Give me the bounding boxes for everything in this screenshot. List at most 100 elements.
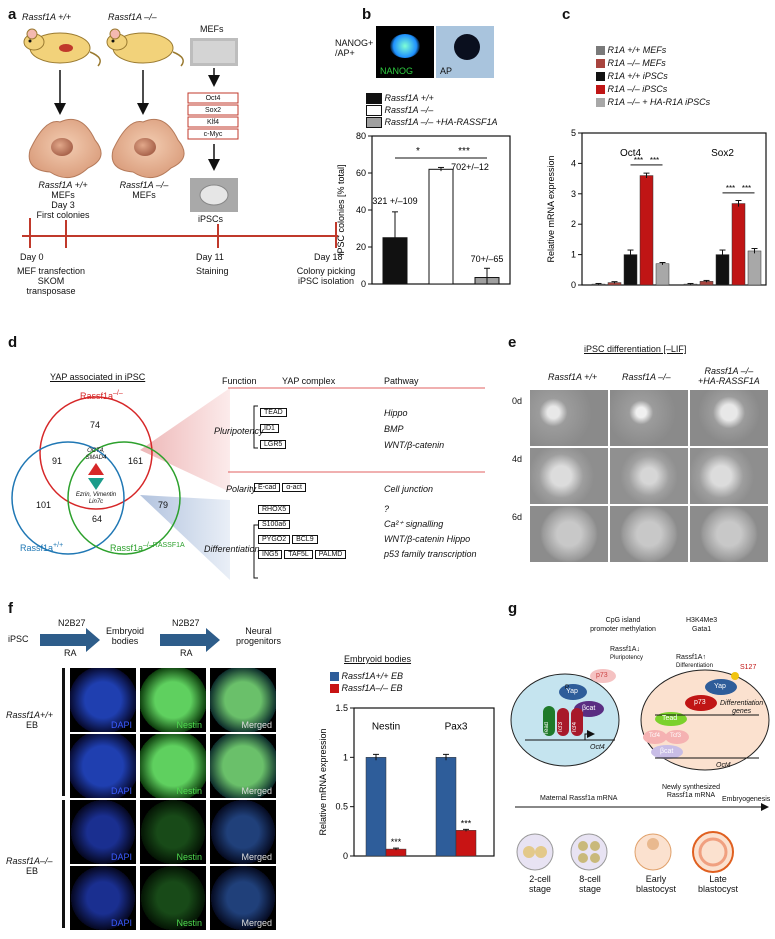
g-r1a-left: Rassf1A↓Pluripotency [610, 646, 644, 661]
sig-label: *** [461, 818, 472, 828]
venn-title: YAP associated in iPSC [50, 372, 146, 382]
mef-wt-cell-icon [28, 118, 102, 179]
factor-klf4: Klf4 [206, 119, 220, 126]
micrograph-merged: Merged [210, 800, 276, 864]
panel-e-col3: Rassf1A –/–+HA-RASSF1A [698, 366, 760, 386]
panel-label-g: g [508, 600, 518, 617]
y-axis-label: Relative mRNA expression [318, 728, 328, 835]
func-pluripotency: Pluripotency [214, 426, 264, 436]
tcf4-left [571, 708, 583, 736]
g-tead-left: Tead [544, 722, 550, 736]
micrograph-nestin: Nestin [140, 668, 206, 732]
mef-wt-label: Rassf1A +/+ MEFs Day 3 First colonies [28, 180, 98, 220]
bar [365, 757, 387, 857]
func-differentiation: Differentiation [204, 544, 260, 554]
sig-label: *** [391, 837, 402, 847]
tcf3-left [557, 708, 569, 736]
diff-boxes: RHOX5 S100a6 PYGO2 BCL9 ING5 TAF5L PALMD [258, 502, 347, 562]
panel-label-f: f [8, 600, 13, 617]
panel-f-image-grid: DAPI Nestin Merged DAPI Nestin Merged DA… [70, 668, 276, 930]
venn-circle-wt [11, 441, 125, 555]
legend-item: Rassf1A +/+ [366, 92, 497, 105]
pluri-boxes: TEAD ID1 LGR5 [260, 405, 287, 453]
micrograph-dapi: DAPI [70, 668, 136, 732]
sig-label: *** [458, 146, 470, 157]
embryo-8cell-icon [570, 833, 608, 871]
g-oct4-right: Oct4 [716, 762, 731, 769]
mouse-wt-label: Rassf1A +/+ [22, 12, 72, 22]
venn-n-ko-rescue: 161 [128, 456, 144, 466]
nucleus-right [640, 669, 770, 771]
set-ko-label: Rassf1a–/– [80, 390, 123, 401]
legend-item: Rassf1A–/– EB [330, 682, 403, 694]
y-axis-label: Relative mRNA expression [546, 155, 556, 262]
diff-pathways: ? Ca²⁺ signalling WNT/β-catenin Hippo p5… [384, 504, 477, 559]
head-pathway: Pathway [384, 376, 419, 386]
venn-circle-rescue [67, 441, 181, 555]
panel-e-row-0d: 0d [512, 396, 523, 406]
plot-frame [353, 707, 495, 857]
y-tick-label: 4 [571, 158, 576, 168]
micrograph [690, 390, 768, 446]
venn-n-ko-wt: 91 [52, 456, 63, 466]
ap-image: AP [436, 26, 494, 78]
nanog-image: NANOG [376, 26, 434, 78]
tcf4-right [643, 730, 667, 744]
polarity-pathway: Cell junction [384, 484, 434, 494]
micrograph [530, 448, 608, 504]
legend-item: Rassf1A –/– [366, 104, 497, 117]
up-triangle-icon [88, 463, 104, 475]
mouse-wt-icon [23, 28, 101, 67]
g-tcf4-left: Tcf4 [572, 722, 578, 734]
wedge-differentiation [140, 495, 230, 580]
venn-circle-ko [39, 396, 153, 510]
mouse-ko-label: Rassf1A –/– [108, 12, 157, 22]
g-tcf3-right: Tcf3 [670, 733, 682, 739]
micrograph [690, 506, 768, 562]
panel-b-legend: Rassf1A +/+ Rassf1A –/– Rassf1A –/– +HA-… [366, 92, 497, 129]
y-axis-label: iPSC colonies [% total] [336, 164, 346, 255]
phospho-dot [731, 672, 739, 680]
g-p73-left: p73 [596, 672, 608, 679]
f-chart-title: Embryoid bodies [344, 654, 412, 664]
wedge-pluripotency [140, 388, 230, 492]
g-oct4-left: Oct4 [590, 744, 605, 751]
g-embryogenesis: Embryogenesis [722, 796, 771, 803]
panel-e-col1: Rassf1A +/+ [548, 372, 598, 382]
f-ipsc-label: iPSC [8, 634, 29, 644]
venn-n-all: 64 [92, 514, 103, 524]
factor-list: Oct4 Sox2 Klf4 c-Myc [188, 93, 238, 141]
g-tcf3-left: Tcf3 [558, 722, 564, 734]
bar [655, 263, 670, 286]
panel-f-legend: Rassf1A+/+ EB Rassf1A–/– EB [330, 670, 403, 694]
f-n2b27-2: N2B27 [172, 618, 200, 628]
polarity-boxes: E-cad α-act [254, 483, 306, 492]
mef-ko-cell-icon [111, 118, 185, 179]
legend-item: R1A +/+ MEFs [596, 44, 710, 57]
g-bcat-right: βcat [660, 748, 674, 755]
g-yap-left: Yap [566, 688, 578, 695]
panel-g-figure [510, 669, 770, 873]
factor-boxes [187, 92, 239, 140]
micrograph [610, 448, 688, 504]
group-label: Oct4 [620, 148, 642, 159]
tcf3-right [665, 730, 689, 744]
mouse-ko-icon [106, 28, 184, 67]
panel-d-figure [11, 387, 485, 580]
micrograph-nestin: Nestin [140, 800, 206, 864]
p73-left [590, 669, 616, 683]
f-row-wt: Rassf1A+/+EB [6, 710, 54, 730]
micrograph-dapi: DAPI [70, 800, 136, 864]
tead-left [543, 706, 555, 736]
g-yap-right: Yap [714, 683, 726, 690]
y-tick-label: 60 [356, 168, 366, 178]
legend-item: R1A –/– + HA-R1A iPSCs [596, 96, 710, 109]
